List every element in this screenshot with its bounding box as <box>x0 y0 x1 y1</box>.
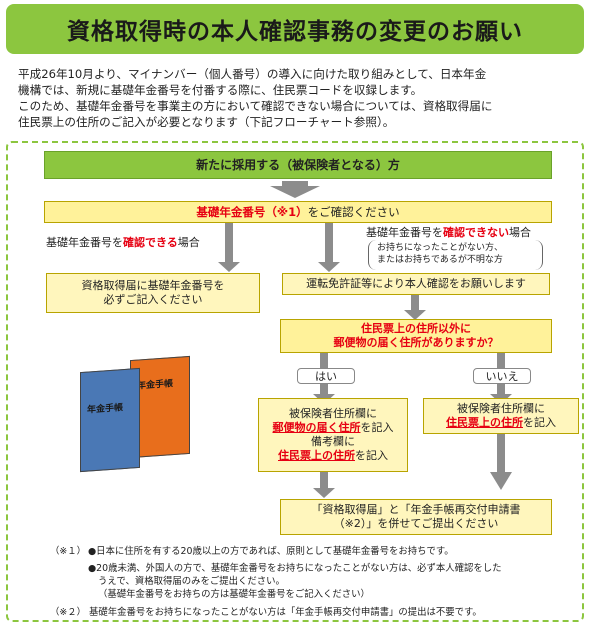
label-text: 基礎年金番号を <box>46 236 123 249</box>
final-submit-box: 「資格取得届」と「年金手帳再交付申請書 （※2）」を併せてご提出ください <box>280 499 552 535</box>
question-line: 住民票上の住所以外に <box>361 322 471 335</box>
intro-line: このため、基礎年金番号を事業主の方において確認できない場合については、資格取得届… <box>18 99 493 113</box>
write-number-box: 資格取得届に基礎年金番号を 必ずご記入ください <box>46 273 260 313</box>
start-box: 新たに採用する（被保険者となる）方 <box>44 151 552 179</box>
note1-a: ●日本に住所を有する20歳以上の方であれば、原則として基礎年金番号をお持ちです。 <box>88 546 454 557</box>
yes-text: はい <box>315 370 337 383</box>
label-text: 場合 <box>509 226 531 239</box>
note1-mark: （※１） <box>50 546 86 557</box>
page-title: 資格取得時の本人確認事務の変更のお願い <box>67 19 523 45</box>
box-line: （※2）」を併せてご提出ください <box>333 517 499 530</box>
confirmable-label: 基礎年金番号を確認できる場合 <box>46 236 246 250</box>
check-number-text: をご確認ください <box>307 205 400 219</box>
pension-book-blue: 年金手帳 <box>80 367 140 473</box>
question-box: 住民票上の住所以外に 郵便物の届く住所がありますか？ <box>280 319 552 353</box>
note1-b1: ●20歳未満、外国人の方で、基礎年金番号をお持ちになったことがない方は、必ず本人… <box>88 563 502 574</box>
down-arrow <box>318 222 340 272</box>
check-number-box: 基礎年金番号（※1）をご確認ください <box>44 201 552 223</box>
box-line: を記入 <box>355 449 388 462</box>
box-emphasis: 住民票上の住所 <box>278 449 355 462</box>
box-line: 被保険者住所欄に <box>289 407 377 420</box>
note1-b3: （基礎年金番号をお持ちの方は基礎年金番号をご記入ください） <box>98 589 370 600</box>
note-line: お持ちになったことがない方、 <box>377 243 504 253</box>
intro-line: 機構では、新規に基礎年金番号を付番する際に、住民票コードを収録します。 <box>18 83 423 97</box>
intro-line: 住民票上の住所のご記入が必要となります（下記フローチャート参照）。 <box>18 115 395 129</box>
box-line: 資格取得届に基礎年金番号を <box>81 279 225 292</box>
label-emphasis: 確認できない <box>443 226 509 239</box>
not-confirmable-note: お持ちになったことがない方、 またはお持ちであるが不明な方 <box>368 240 543 270</box>
box-emphasis: 住民票上の住所 <box>446 416 523 429</box>
down-arrow <box>218 222 240 272</box>
down-arrow <box>313 471 335 498</box>
note-line: またはお持ちであるが不明な方 <box>377 255 503 265</box>
no-action-box: 被保険者住所欄に 住民票上の住所を記入 <box>423 398 579 434</box>
intro-line: 平成26年10月より、マイナンバー（個人番号）の導入に向けた取り組みとして、日本… <box>18 67 487 81</box>
box-line: 備考欄に <box>311 435 355 448</box>
book-label: 年金手帳 <box>137 379 174 392</box>
box-line: 「資格取得届」と「年金手帳再交付申請書 <box>311 503 521 516</box>
intro-text: 平成26年10月より、マイナンバー（個人番号）の導入に向けた取り組みとして、日本… <box>18 66 578 130</box>
label-emphasis: 確認できる <box>123 236 178 249</box>
box-line: を記入 <box>523 416 556 429</box>
start-text: 新たに採用する（被保険者となる）方 <box>196 158 400 172</box>
yes-label: はい <box>297 368 355 384</box>
box-line: 必ずご記入ください <box>103 293 203 306</box>
box-emphasis: 郵便物の届く住所 <box>272 421 361 434</box>
note1-b2: うえで、資格取得届のみをご提出ください。 <box>98 576 285 587</box>
no-text: いいえ <box>485 370 519 383</box>
box-line: を記入 <box>360 421 394 434</box>
book-label: 年金手帳 <box>87 403 124 416</box>
question-line: 郵便物の届く住所がありますか？ <box>333 336 499 349</box>
box-line: 被保険者住所欄に <box>457 402 545 415</box>
down-arrow <box>270 181 320 198</box>
id-check-text: 運転免許証等により本人確認をお願いします <box>306 277 526 290</box>
id-check-box: 運転免許証等により本人確認をお願いします <box>282 273 550 295</box>
label-text: 場合 <box>177 236 200 249</box>
note2: （※２） 基礎年金番号をお持ちになったことがない方は「年金手帳再交付申請書」の提… <box>50 607 482 618</box>
down-arrow <box>404 293 426 320</box>
no-label: いいえ <box>473 368 531 384</box>
down-arrow <box>490 432 512 490</box>
yes-action-box: 被保険者住所欄に 郵便物の届く住所を記入 備考欄に 住民票上の住所を記入 <box>258 398 408 472</box>
pension-number-text: 基礎年金番号（※1） <box>196 205 308 219</box>
flowchart-frame <box>6 141 584 622</box>
label-text: 基礎年金番号を <box>366 226 443 239</box>
not-confirmable-label: 基礎年金番号を確認できない場合 <box>366 226 581 240</box>
title-banner: 資格取得時の本人確認事務の変更のお願い <box>6 4 584 54</box>
